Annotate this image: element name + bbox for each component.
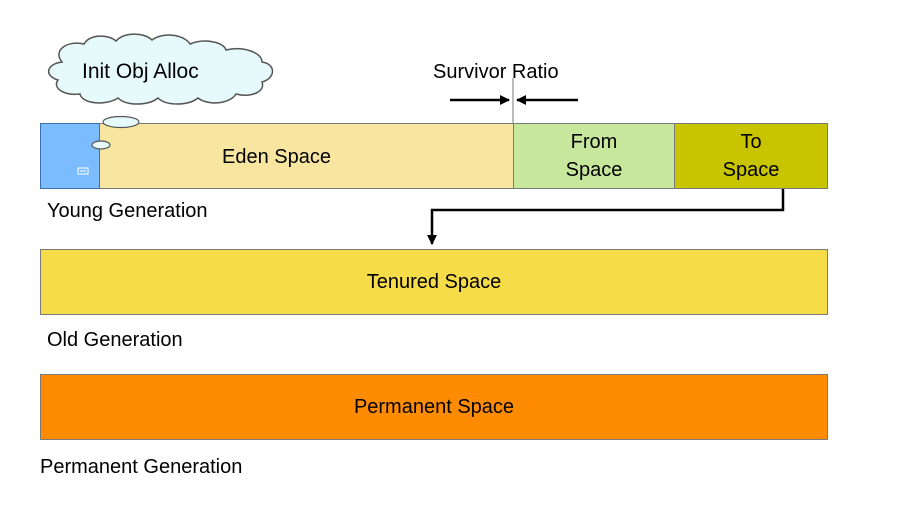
young-generation-label: Young Generation xyxy=(47,200,208,222)
to-space-box: To Space xyxy=(674,123,828,189)
eden-space-label: Eden Space xyxy=(222,146,331,168)
cloud-label: Init Obj Alloc xyxy=(82,60,199,83)
small-arrow-icon xyxy=(77,167,89,175)
promotion-arrow-icon xyxy=(427,189,785,245)
new-object-box xyxy=(40,123,100,189)
survivor-ratio-label: Survivor Ratio xyxy=(433,61,559,83)
cloud-shape xyxy=(48,33,274,150)
old-generation-label: Old Generation xyxy=(47,329,183,351)
from-space-label-line1: From xyxy=(570,131,618,153)
eden-space-box xyxy=(40,123,514,189)
permanent-generation-label: Permanent Generation xyxy=(40,456,243,478)
to-space-label-line1: To xyxy=(740,131,762,153)
from-space-label-line2: Space xyxy=(565,159,623,181)
tenured-space-label: Tenured Space xyxy=(366,270,502,293)
permanent-space-box: Permanent Space xyxy=(40,374,828,440)
to-space-label-line2: Space xyxy=(722,159,780,181)
permanent-space-label: Permanent Space xyxy=(353,395,515,418)
tenured-space-box: Tenured Space xyxy=(40,249,828,315)
